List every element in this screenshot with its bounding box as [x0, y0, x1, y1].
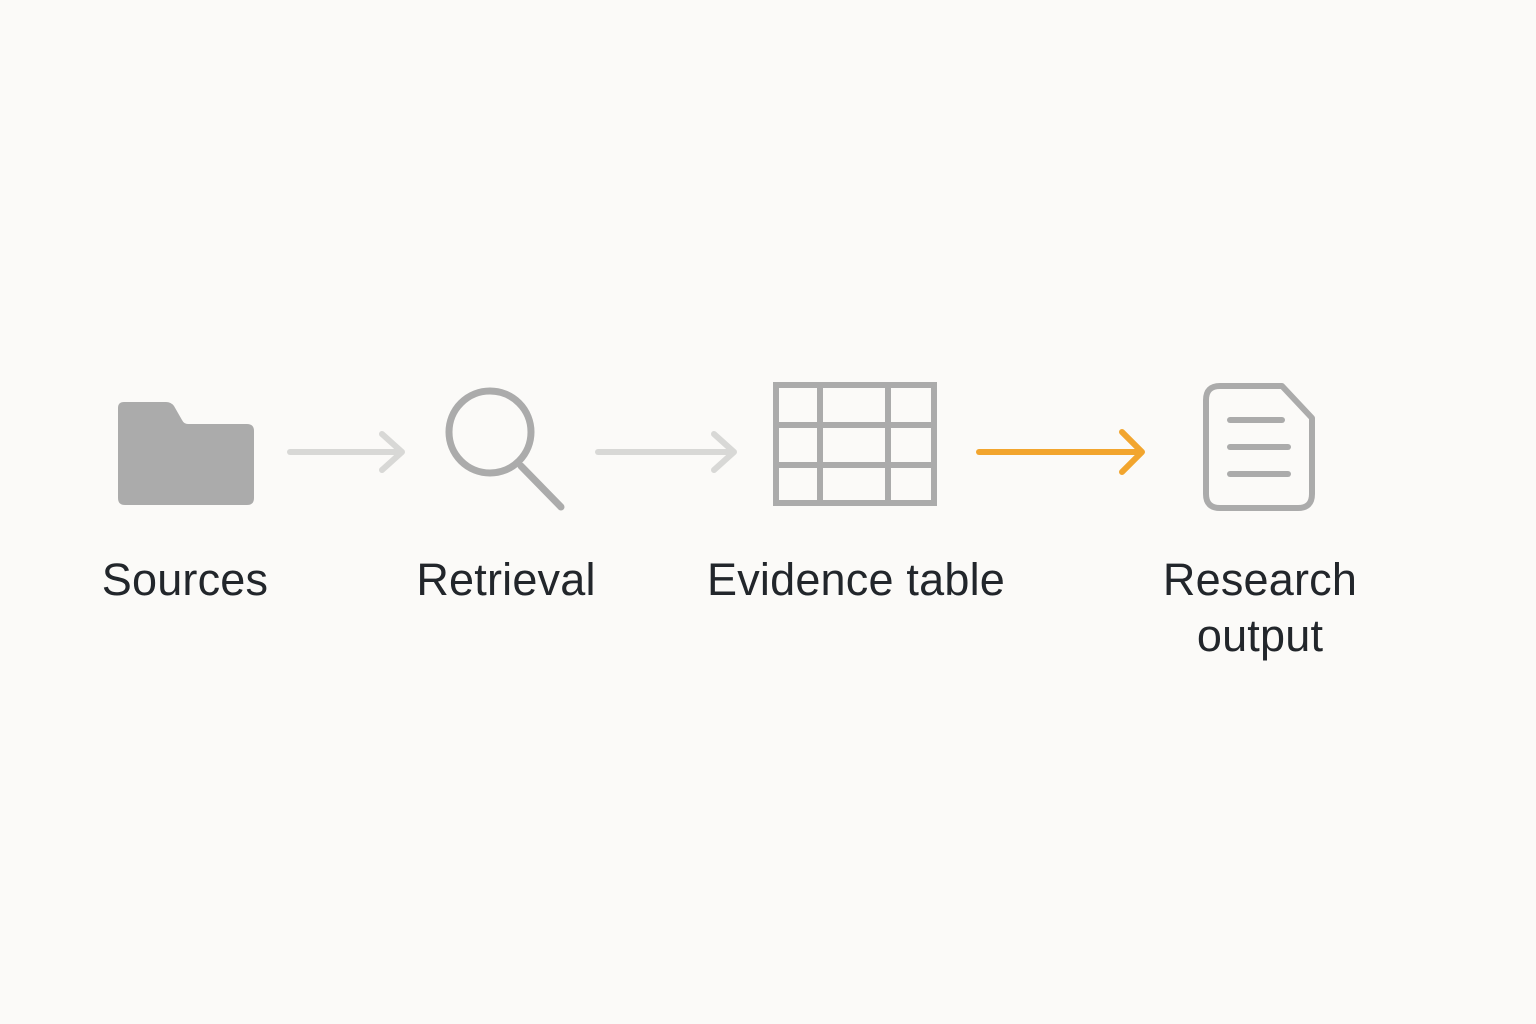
search-icon — [445, 387, 565, 511]
table-grid-icon — [773, 382, 937, 506]
step-label-retrieval: Retrieval — [416, 554, 596, 605]
step-label-research-output-line2: output — [1196, 610, 1324, 661]
document-icon — [1203, 383, 1315, 511]
step-label-sources: Sources — [101, 554, 269, 605]
arrow-connector-2 — [595, 431, 737, 473]
step-label-research-output: Research output — [1140, 552, 1380, 664]
arrow-connector-3-accent — [976, 429, 1145, 475]
step-label-evidence-table: Evidence table — [706, 554, 1005, 605]
step-label-research-output-line1: Research — [1162, 554, 1358, 605]
arrow-connector-1 — [287, 431, 405, 473]
folder-icon — [118, 402, 254, 505]
